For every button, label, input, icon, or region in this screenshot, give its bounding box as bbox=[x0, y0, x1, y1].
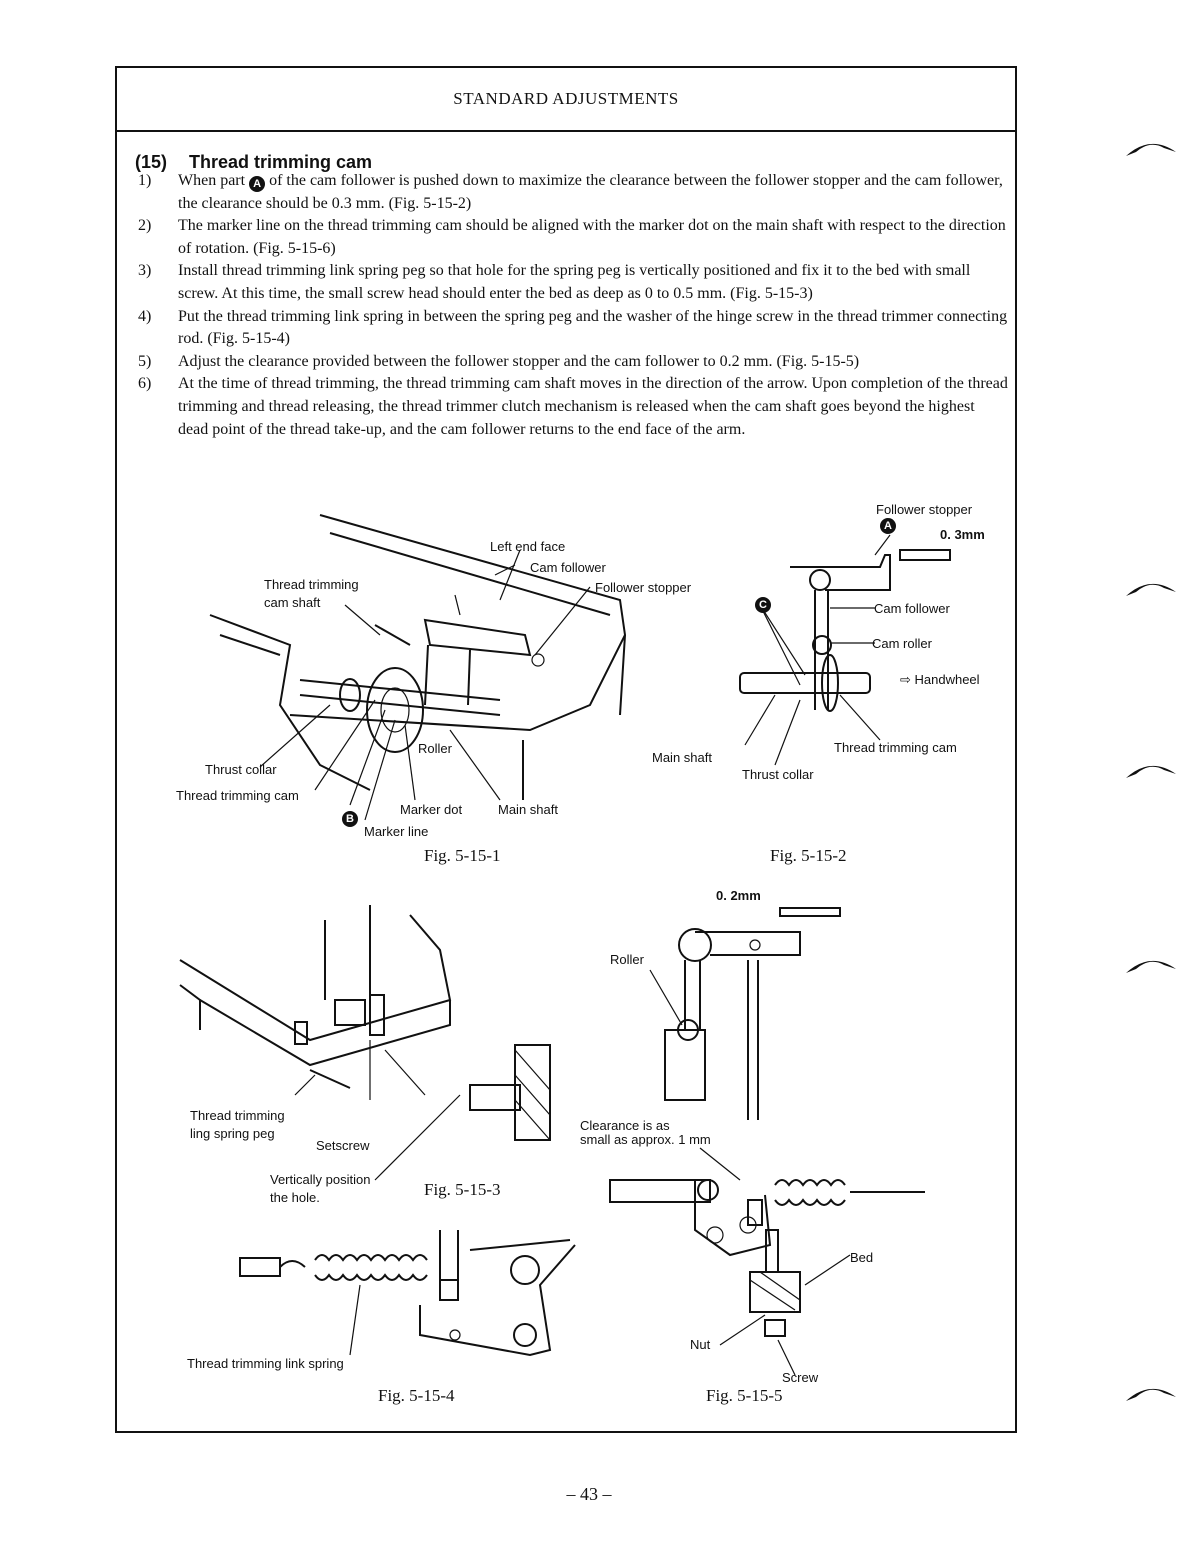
step-4: 4)Put the thread trimming link spring in… bbox=[138, 307, 1008, 348]
fig1-marker-dot: Marker dot bbox=[400, 802, 463, 817]
fig2-handwheel: ⇨ Handwheel bbox=[900, 672, 980, 687]
fig2-clearance: 0. 3mm bbox=[940, 527, 985, 542]
fig2-cam-follower: Cam follower bbox=[874, 601, 950, 616]
fig2-cam-roller: Cam roller bbox=[872, 636, 932, 651]
fig1-marker-line: Marker line bbox=[364, 824, 429, 839]
binder-tab-mark bbox=[1126, 960, 1176, 973]
fig2-badge-a: A bbox=[880, 518, 896, 534]
step-2: 2)The marker line on the thread trimming… bbox=[138, 217, 1006, 257]
fig1-roller: Roller bbox=[418, 741, 452, 756]
fig1-follower-stopper: Follower stopper bbox=[595, 580, 692, 595]
fig1-caption: Fig. 5-15-1 bbox=[424, 846, 501, 865]
fig3-spring-peg-line1: Thread trimming bbox=[190, 1108, 285, 1123]
fig2-badge-c: C bbox=[755, 597, 771, 613]
fig-5-15-3-drawing bbox=[179, 905, 551, 1181]
binder-tab-mark bbox=[1126, 1388, 1176, 1401]
fig-5-15-5-drawing bbox=[609, 907, 925, 1376]
fig4-link-spring: Thread trimming link spring bbox=[187, 1356, 344, 1371]
page-number: – 43 – bbox=[566, 1484, 612, 1504]
fig3-caption: Fig. 5-15-3 bbox=[424, 1180, 501, 1199]
step-1: 1)When part A of the cam follower is pus… bbox=[138, 172, 1003, 212]
fig2-thread-trimming-cam: Thread trimming cam bbox=[834, 740, 957, 755]
section-number: (15) bbox=[135, 152, 168, 172]
fig-5-15-1-drawing bbox=[209, 514, 627, 821]
fig1-cam-shaft-line2: cam shaft bbox=[264, 595, 321, 610]
fig5-screw: Screw bbox=[782, 1370, 819, 1385]
binder-tab-mark bbox=[1126, 583, 1176, 596]
steps-list: 1)When part A of the cam follower is pus… bbox=[138, 170, 1008, 441]
fig1-cam-follower: Cam follower bbox=[530, 560, 606, 575]
fig1-badge-b: B bbox=[342, 811, 358, 827]
fig3-vertical-line1: Vertically position bbox=[270, 1172, 371, 1187]
fig-5-15-4-drawing bbox=[239, 1230, 576, 1357]
fig1-main-shaft: Main shaft bbox=[498, 802, 558, 817]
fig2-follower-stopper: Follower stopper bbox=[876, 502, 973, 517]
fig3-spring-peg-line2: ling spring peg bbox=[190, 1126, 275, 1141]
fig1-thread-trimming-cam: Thread trimming cam bbox=[176, 788, 299, 803]
fig-5-15-2-drawing bbox=[739, 534, 951, 766]
section-heading: Thread trimming cam bbox=[189, 152, 373, 172]
fig1-left-end-face: Left end face bbox=[490, 539, 566, 554]
fig2-thrust-collar: Thrust collar bbox=[742, 767, 814, 782]
fig1-thrust-collar: Thrust collar bbox=[205, 762, 277, 777]
fig5-bed: Bed bbox=[850, 1250, 874, 1265]
fig1-cam-shaft-line1: Thread trimming bbox=[264, 577, 359, 592]
fig5-roller: Roller bbox=[610, 952, 644, 967]
page-frame: STANDARD ADJUSTMENTS bbox=[115, 66, 1017, 1433]
step-3: 3)Install thread trimming link spring pe… bbox=[138, 262, 971, 302]
page-header: STANDARD ADJUSTMENTS bbox=[117, 68, 1015, 132]
step-5: 5)Adjust the clearance provided between … bbox=[138, 352, 860, 370]
fig3-vertical-line2: the hole. bbox=[270, 1190, 320, 1205]
step-6: 6)At the time of thread trimming, the th… bbox=[138, 375, 1008, 438]
fig5-clearance-note-line2: small as approx. 1 mm bbox=[580, 1132, 711, 1147]
part-a-badge: A bbox=[249, 176, 266, 193]
binder-tab-mark bbox=[1126, 765, 1176, 778]
fig3-setscrew: Setscrew bbox=[316, 1138, 370, 1153]
fig2-main-shaft: Main shaft bbox=[652, 750, 712, 765]
fig5-caption: Fig. 5-15-5 bbox=[706, 1386, 783, 1405]
fig4-caption: Fig. 5-15-4 bbox=[378, 1386, 455, 1405]
section-title: (15) Thread trimming cam bbox=[135, 152, 372, 173]
fig2-caption: Fig. 5-15-2 bbox=[770, 846, 847, 865]
binder-tab-mark bbox=[1126, 143, 1176, 156]
fig5-nut: Nut bbox=[690, 1337, 711, 1352]
fig5-clearance-note-line1: Clearance is as bbox=[580, 1118, 670, 1133]
fig5-clearance: 0. 2mm bbox=[716, 888, 761, 903]
